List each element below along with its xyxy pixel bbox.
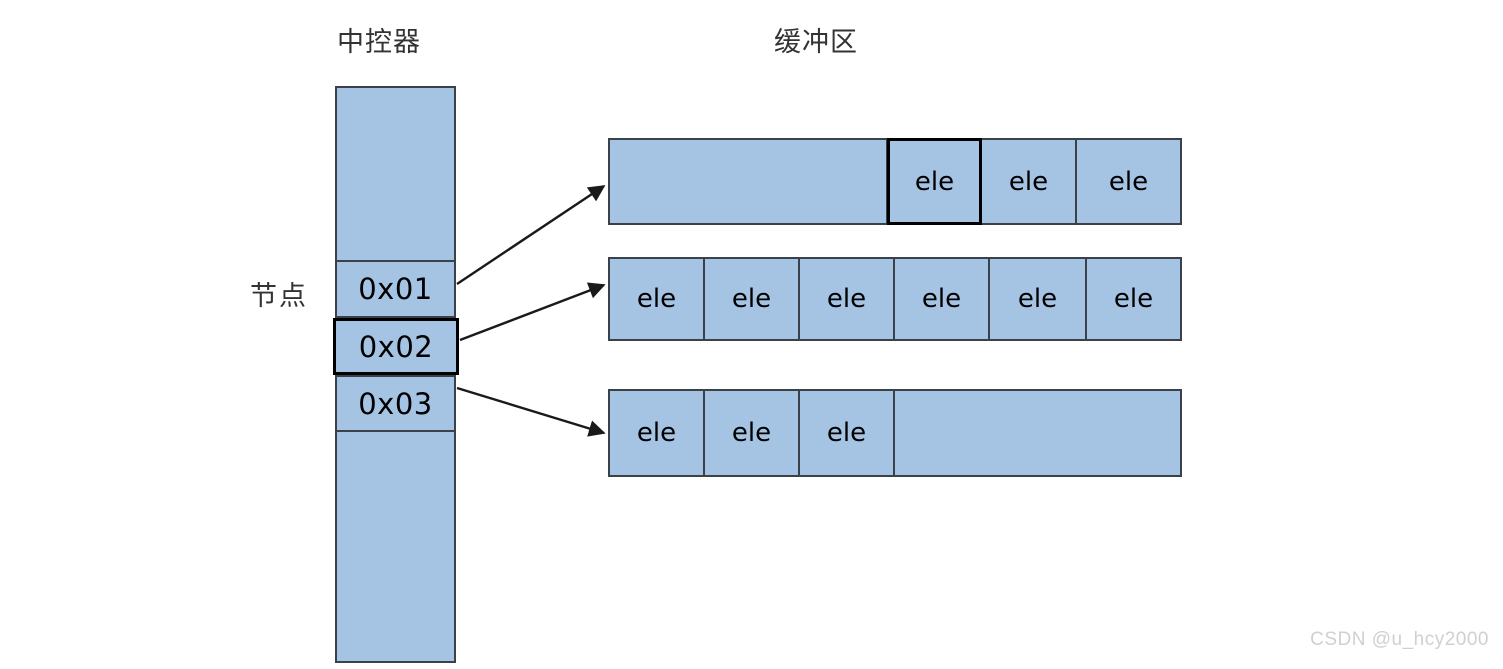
watermark: CSDN @u_hcy2000 [1310, 629, 1489, 650]
arrow-0x01-to-buffer-row-1 [456, 185, 606, 285]
controller-cell-0x02[interactable]: 0x02 [333, 318, 459, 375]
arrow-0x03-to-buffer-row-3 [456, 386, 606, 437]
buffer-row-0x02: ele ele ele ele ele ele [608, 257, 1182, 341]
buffer-element-cell[interactable]: ele [887, 138, 982, 225]
buffer-element-cell[interactable]: ele [1077, 140, 1180, 223]
buffer-element-cell[interactable]: ele [800, 259, 895, 339]
arrow-0x02-to-buffer-row-2 [459, 282, 606, 342]
buffer-row-0x01: ele ele ele [608, 138, 1182, 225]
buffer-empty-slot [895, 391, 1180, 475]
buffer-element-cell[interactable]: ele [800, 391, 895, 475]
controller-title: 中控器 [337, 27, 421, 58]
buffer-element-cell[interactable]: ele [705, 259, 800, 339]
buffer-element-cell[interactable]: ele [982, 140, 1077, 223]
buffer-element-cell[interactable]: ele [990, 259, 1087, 339]
buffer-element-cell[interactable]: ele [610, 391, 705, 475]
buffer-element-cell[interactable]: ele [1087, 259, 1180, 339]
buffer-element-cell[interactable]: ele [705, 391, 800, 475]
buffer-element-cell[interactable]: ele [895, 259, 990, 339]
buffer-title: 缓冲区 [774, 27, 858, 58]
controller-cell-0x01[interactable]: 0x01 [335, 260, 456, 318]
buffer-empty-slot [610, 140, 888, 223]
controller-cell-0x03[interactable]: 0x03 [335, 375, 456, 432]
buffer-element-cell[interactable]: ele [610, 259, 705, 339]
buffer-row-0x03: ele ele ele [608, 389, 1182, 477]
node-label: 节点 [250, 281, 308, 312]
